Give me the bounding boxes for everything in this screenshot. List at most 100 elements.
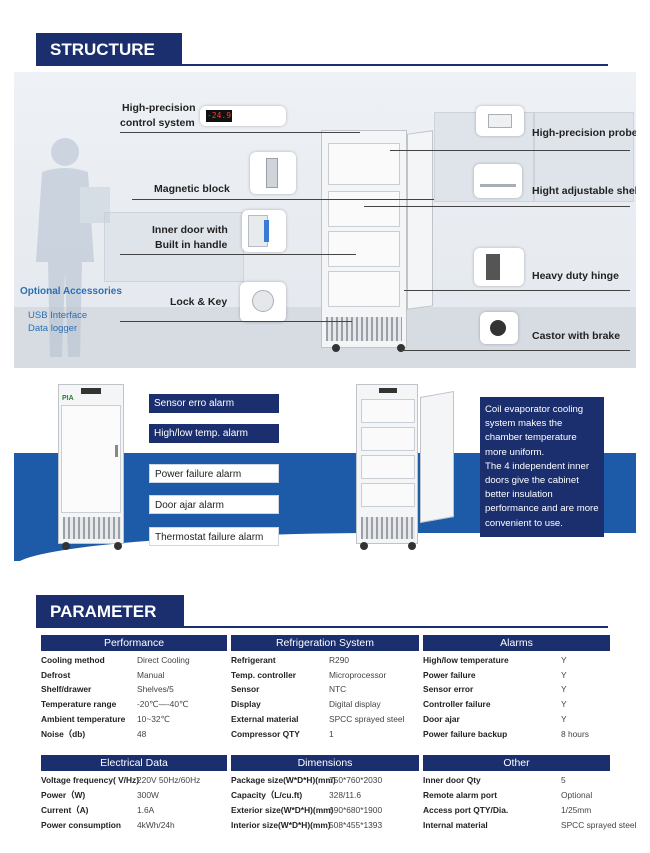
param-value: 300W xyxy=(137,790,159,800)
param-label: External material xyxy=(231,713,299,724)
freezer-open-drawers xyxy=(356,384,418,544)
param-label: Internal material xyxy=(423,820,488,830)
param-value: 750*760*2030 xyxy=(329,775,383,785)
param-label: Display xyxy=(231,699,261,710)
table-row: Noise（db)48 xyxy=(41,727,227,741)
optional-item-logger: Data logger xyxy=(28,323,78,334)
param-label: Cooling method xyxy=(41,655,105,665)
label-control-system-line1: High-precision xyxy=(122,102,196,114)
table-row: Shelf/drawer Shelves/5 xyxy=(41,682,227,696)
castor-thumbnail xyxy=(480,312,518,344)
table-header-performance: Performance xyxy=(41,635,227,651)
lock-key-thumbnail xyxy=(240,282,286,322)
probe-thumbnail xyxy=(476,106,524,136)
param-value: 4kWh/24h xyxy=(137,820,175,830)
pointer-line xyxy=(402,350,630,351)
alarm-temp: High/low temp. alarm xyxy=(149,424,279,443)
brand-logo: PIA xyxy=(62,395,74,402)
feature-description: Coil evaporator cooling system makes the… xyxy=(480,397,604,537)
freezer-wheel-icon xyxy=(62,542,70,550)
param-label: Exterior size(W*D*H)(mm) xyxy=(231,805,334,815)
table-row: Power failure Y xyxy=(423,668,610,682)
param-label: Refrigerant xyxy=(231,655,276,665)
structure-title: STRUCTURE xyxy=(36,33,182,66)
freezer-wheel-icon xyxy=(114,542,122,550)
pointer-line xyxy=(120,132,360,133)
param-value: Microprocessor xyxy=(329,669,387,680)
param-label: Compressor QTY xyxy=(231,728,300,739)
freezer-open-door-right xyxy=(420,391,454,523)
param-value: SPCC sprayed steel xyxy=(561,820,637,830)
alarm-door-ajar: Door ajar alarm xyxy=(149,495,279,514)
param-label: Current（A) xyxy=(41,805,89,815)
pointer-line xyxy=(132,199,434,200)
optional-item-usb: USB Interface xyxy=(28,310,88,321)
param-label: Inner door Qty xyxy=(423,775,481,785)
castor-wheel-icon xyxy=(397,344,405,352)
structure-title-underline xyxy=(36,64,608,66)
table-row: Temperature range -20℃—-40℃ xyxy=(41,697,227,711)
param-value: Manual xyxy=(137,669,165,680)
table-row: Internal material SPCC sprayed steel xyxy=(423,818,636,832)
table-header-other: Other xyxy=(423,755,610,771)
param-label: Ambient temperature xyxy=(41,713,126,724)
param-value: Optional xyxy=(561,790,593,800)
control-panel-thumbnail: -24.9 xyxy=(200,106,286,126)
freezer-open-door xyxy=(407,130,433,310)
pointer-line xyxy=(390,150,630,151)
hinge-thumbnail xyxy=(474,248,524,286)
label-magnetic-block: Magnetic block xyxy=(154,183,230,195)
person-silhouette-icon xyxy=(36,138,110,357)
param-label: Power failure backup xyxy=(423,728,508,739)
param-value: Y xyxy=(561,699,567,710)
freezer-open-body xyxy=(321,130,407,348)
table-header-refrigeration-system: Refrigeration System xyxy=(231,635,419,651)
table-row: Display Digital display xyxy=(231,697,419,711)
param-label: Voltage frequency( V/Hz) xyxy=(41,775,140,785)
table-row: Exterior size(W*D*H)(mm)690*680*1900 xyxy=(231,803,419,817)
param-label: Temperature range xyxy=(41,699,117,710)
param-value: 690*680*1900 xyxy=(329,805,383,815)
param-label: Capacity（L/cu.ft) xyxy=(231,790,303,800)
param-label: High/low temperature xyxy=(423,655,509,665)
pointer-line xyxy=(120,254,356,255)
table-row: Current（A)1.6A xyxy=(41,803,227,817)
param-value: 1/25mm xyxy=(561,805,592,815)
alarm-thermostat: Thermostat failure alarm xyxy=(149,527,279,546)
param-value: Y xyxy=(561,669,567,680)
param-value: 328/11.6 xyxy=(329,790,361,800)
param-label: Package size(W*D*H)(mm) xyxy=(231,775,336,785)
param-label: Power consumption xyxy=(41,820,122,830)
param-value: Digital display xyxy=(329,699,381,710)
param-label: Power failure xyxy=(423,669,476,680)
table-row: Power（W)300W xyxy=(41,788,227,802)
param-label: Door ajar xyxy=(423,713,460,724)
pointer-line xyxy=(120,321,352,322)
label-inner-door-line2: Built in handle xyxy=(155,239,228,251)
param-value: NTC xyxy=(329,684,347,695)
param-value: Y xyxy=(561,655,567,665)
table-row: Power consumption 4kWh/24h xyxy=(41,818,227,832)
feature-description-text: Coil evaporator cooling system makes the… xyxy=(485,404,599,529)
label-castor: Castor with brake xyxy=(532,330,621,342)
background-cabinet-2 xyxy=(534,112,634,202)
param-value: Shelves/5 xyxy=(137,684,174,695)
alarm-power-failure: Power failure alarm xyxy=(149,464,279,483)
label-shelf: Hight adjustable shelf xyxy=(532,185,636,197)
background-desk xyxy=(104,212,244,282)
parameter-title: PARAMETER xyxy=(36,595,184,628)
param-label: Shelf/drawer xyxy=(41,684,92,695)
param-value: -20℃—-40℃ xyxy=(137,699,189,710)
param-label: Sensor error xyxy=(423,684,474,695)
label-inner-door-line1: Inner door with xyxy=(152,224,228,236)
param-value: 220V 50Hz/60Hz xyxy=(137,775,201,785)
structure-panel: -24.9 High-precision control system Magn… xyxy=(14,72,636,368)
